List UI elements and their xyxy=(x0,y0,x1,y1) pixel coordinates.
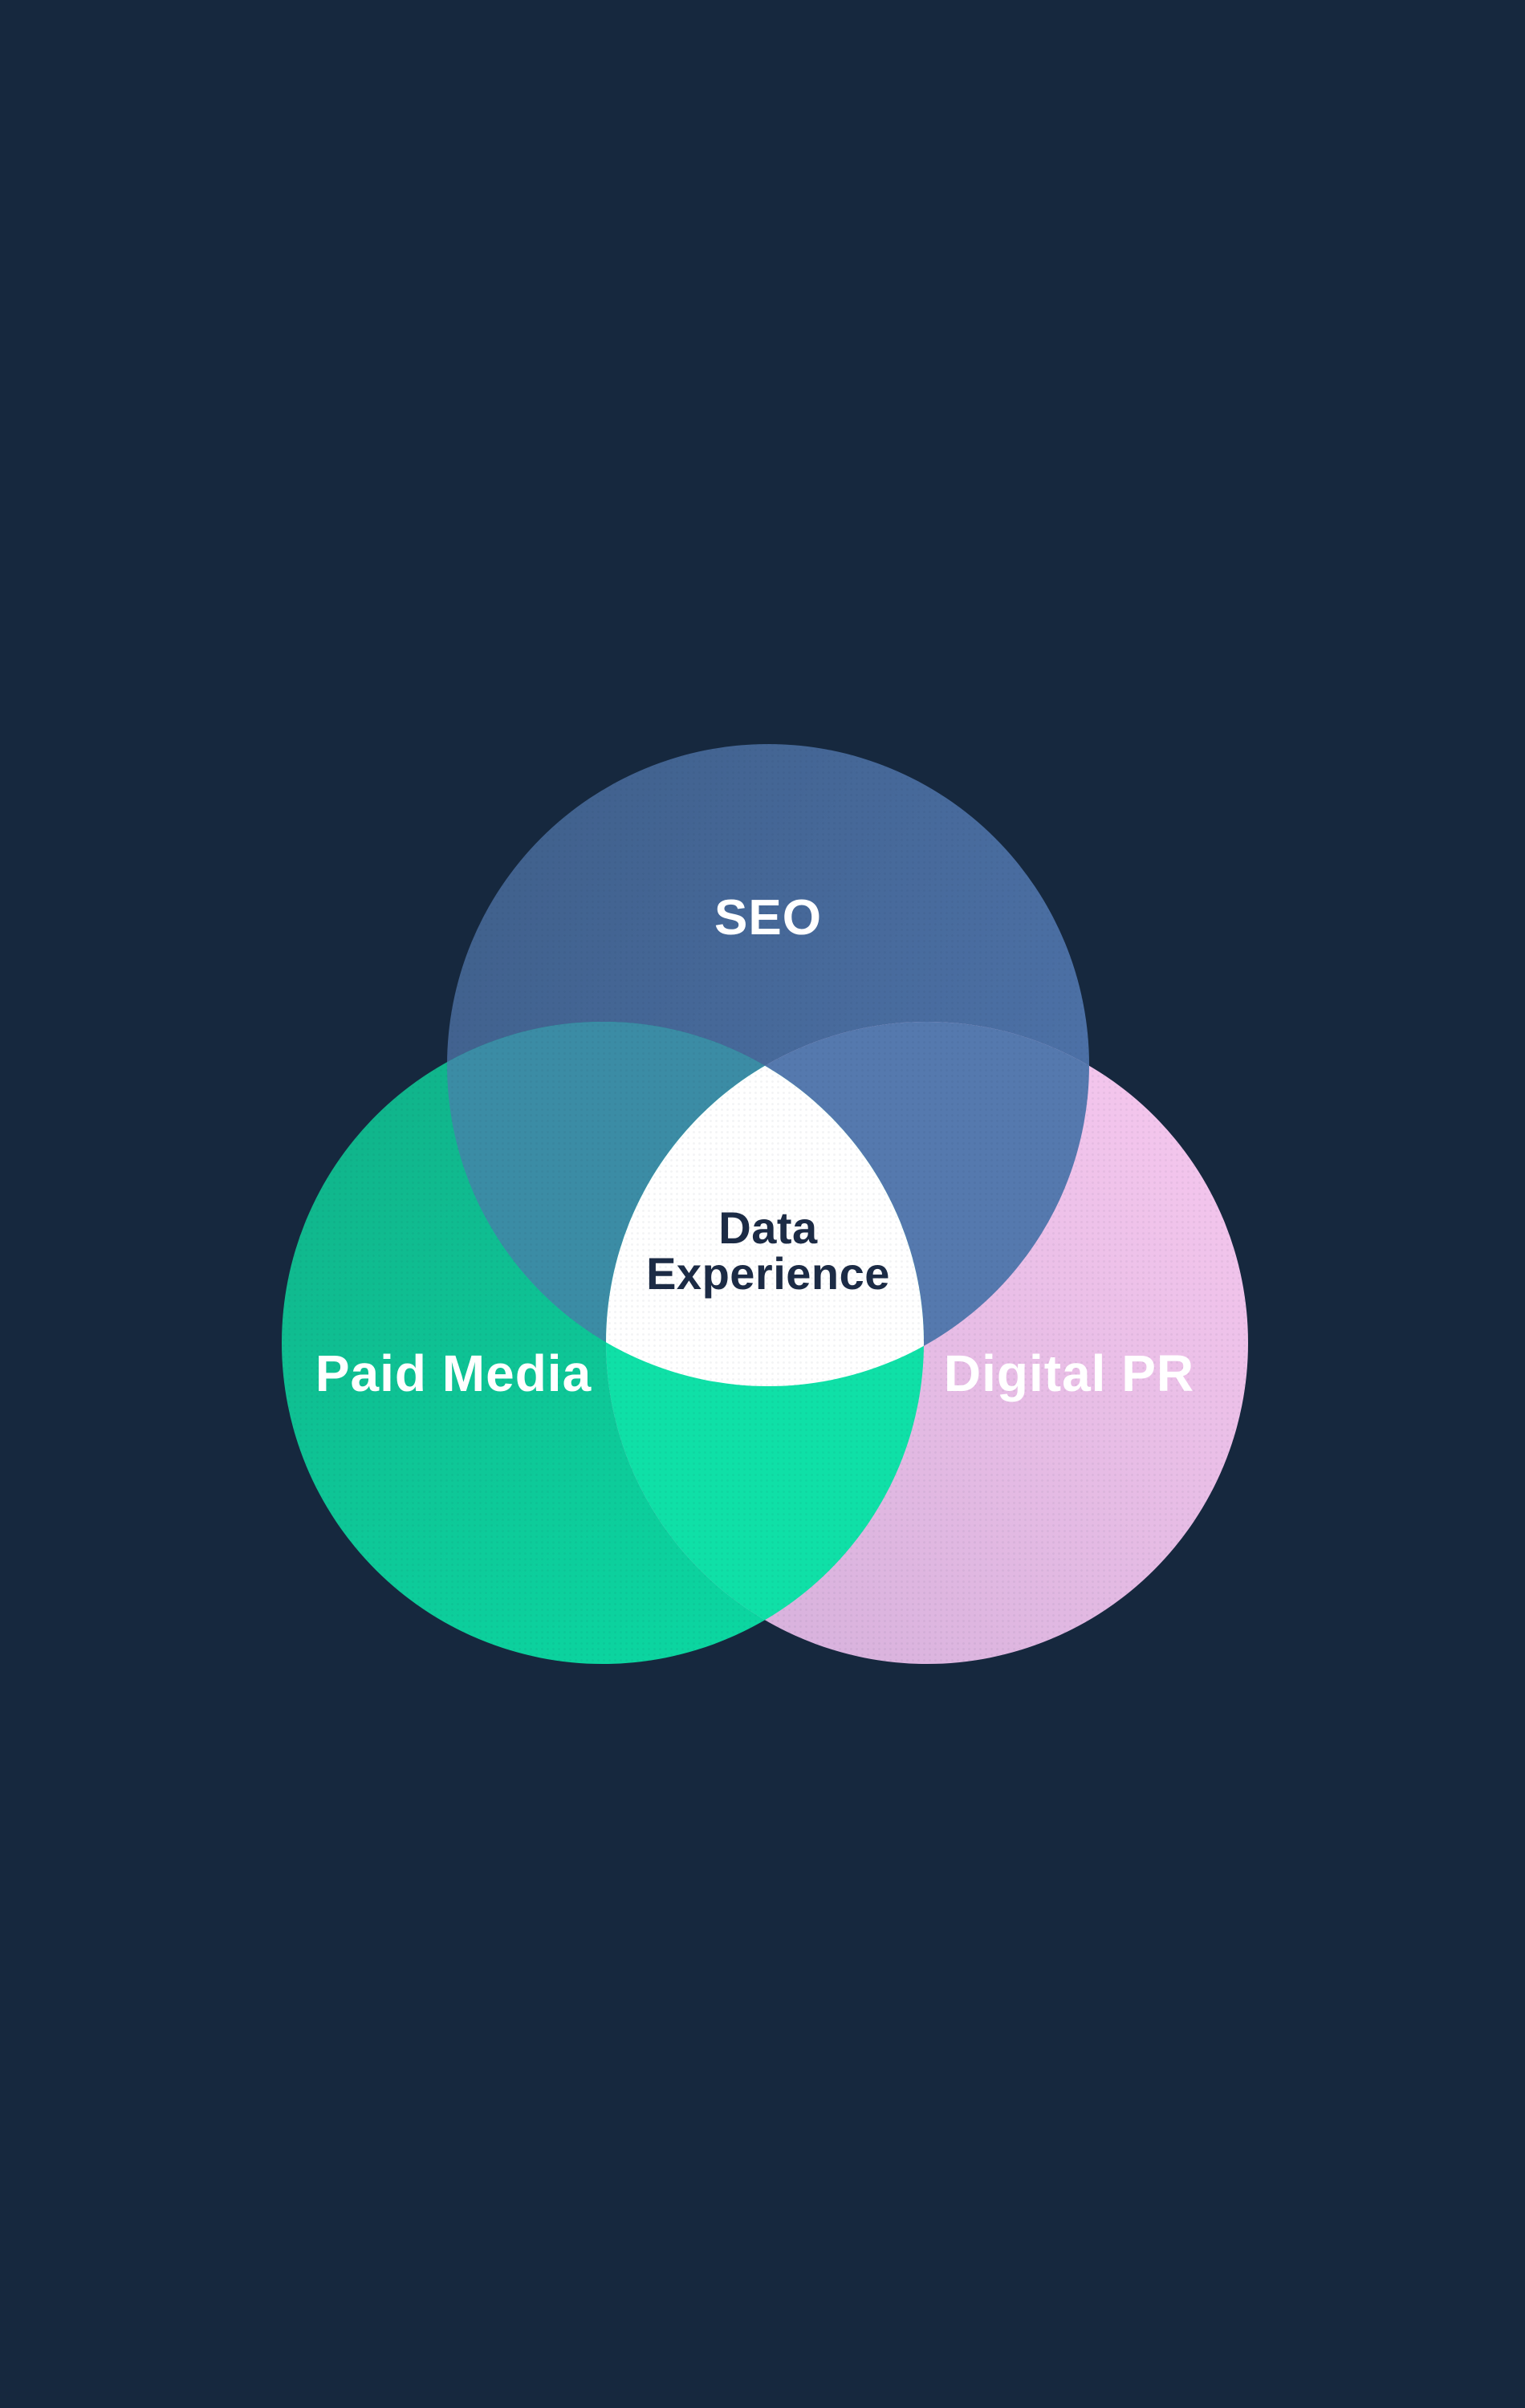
seo-label: SEO xyxy=(714,890,822,946)
center-label-line2: Experience xyxy=(646,1248,890,1299)
paid-media-label: Paid Media xyxy=(315,1344,592,1402)
digital-pr-label: Digital PR xyxy=(944,1344,1194,1402)
center-label-line1: Data xyxy=(718,1202,818,1253)
